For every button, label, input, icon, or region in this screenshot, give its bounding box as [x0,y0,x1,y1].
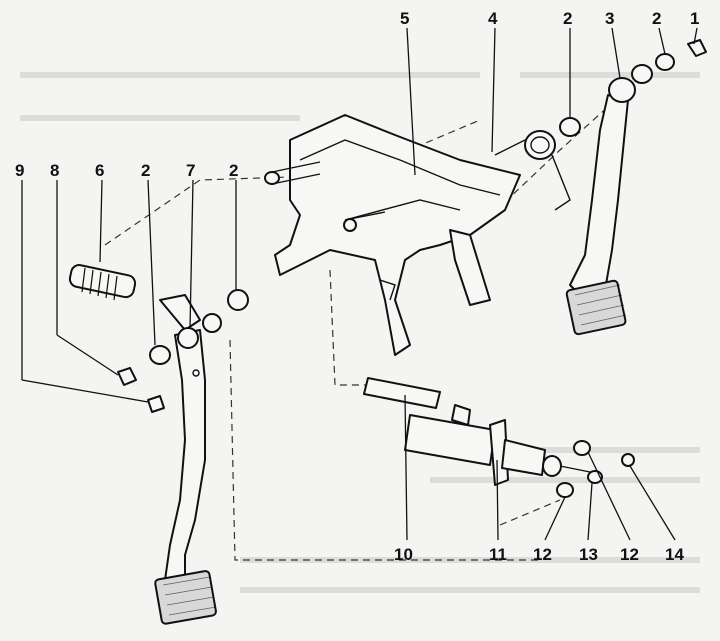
callout-12: 12 [620,545,639,564]
callout-8: 8 [50,161,59,180]
callout-14: 14 [665,545,684,564]
callout-6: 6 [95,161,104,180]
clutch-master-cylinder [363,377,635,498]
callout-3: 3 [605,9,614,28]
return-spring [494,130,571,211]
callout-2: 2 [652,9,661,28]
over-centre-spring [68,264,137,301]
clutch-pedal [149,289,249,625]
callout-2: 2 [141,161,150,180]
callout-7: 7 [186,161,195,180]
callout-12: 12 [533,545,552,564]
callout-13: 13 [579,545,598,564]
callout-10: 10 [394,545,413,564]
callout-2: 2 [563,9,572,28]
callout-2: 2 [229,161,238,180]
callout-11: 11 [489,545,507,564]
callout-9: 9 [15,161,24,180]
pedal-bracket [264,114,521,356]
callout-5: 5 [400,9,409,28]
callout-4: 4 [488,9,498,28]
brake-pedal [559,39,707,336]
callout-1: 1 [690,9,699,28]
callout-labels: 1 2 3 2 4 5 9 8 6 2 7 2 10 11 12 13 12 1… [15,9,699,564]
callout-leaders [21,27,698,541]
retaining-clips [117,367,165,413]
